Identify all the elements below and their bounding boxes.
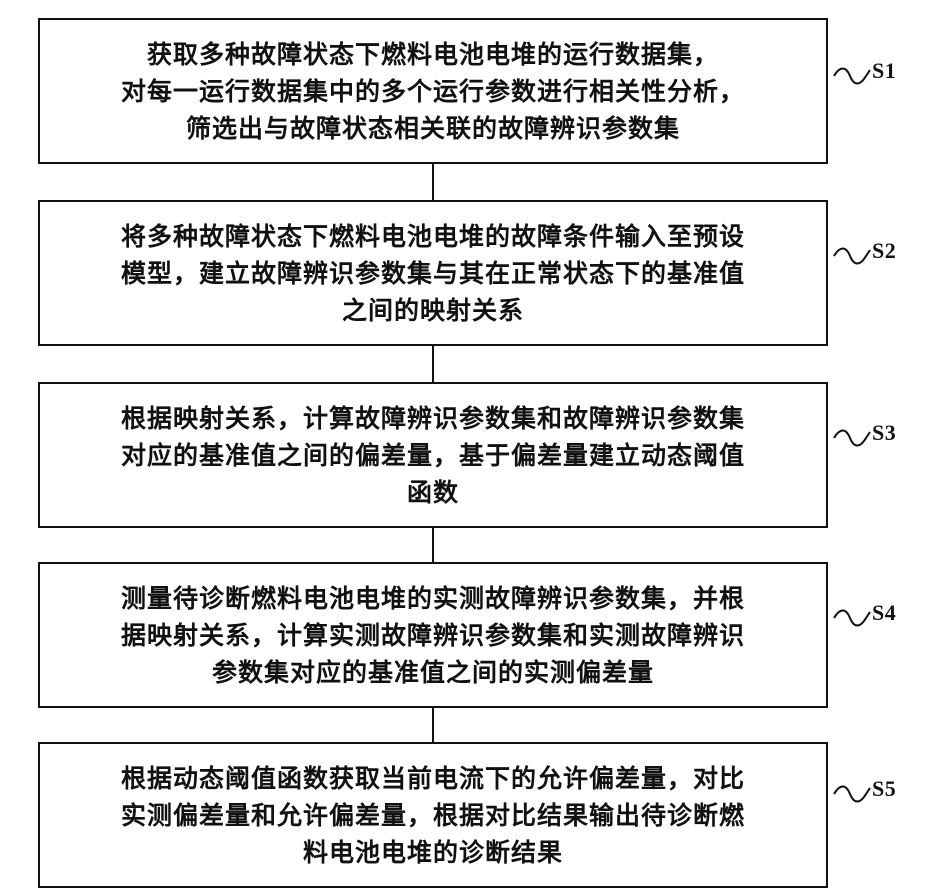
- step-label-s1: S1: [872, 58, 896, 84]
- step-box-s4: 测量待诊断燃料电池电堆的实测故障辨识参数集，并根 据映射关系，计算实测故障辨识参…: [38, 562, 828, 708]
- step-box-s2: 将多种故障状态下燃料电池电堆的故障条件输入至预设 模型，建立故障辨识参数集与其在…: [38, 200, 828, 346]
- step-s1-line-3: 筛选出与故障状态相关联的故障辨识参数集: [121, 110, 745, 147]
- step-s4-line-1: 测量待诊断燃料电池电堆的实测故障辨识参数集，并根: [121, 580, 745, 617]
- connector-s1-s2: [432, 164, 434, 200]
- step-text-s5: 根据动态阈值函数获取当前电流下的允许偏差量，对比 实测偏差量和允许偏差量，根据对…: [109, 760, 757, 871]
- step-s2-line-3: 之间的映射关系: [121, 292, 745, 329]
- leader-squiggle-s5: [832, 782, 872, 806]
- step-label-s4: S4: [872, 600, 896, 626]
- leader-squiggle-s2: [832, 244, 872, 268]
- step-text-s2: 将多种故障状态下燃料电池电堆的故障条件输入至预设 模型，建立故障辨识参数集与其在…: [109, 218, 757, 329]
- step-text-s3: 根据映射关系，计算故障辨识参数集和故障辨识参数集 对应的基准值之间的偏差量，基于…: [109, 400, 757, 511]
- step-label-s2: S2: [872, 238, 896, 264]
- step-s2-line-2: 模型，建立故障辨识参数集与其在正常状态下的基准值: [121, 255, 745, 292]
- step-s3-line-1: 根据映射关系，计算故障辨识参数集和故障辨识参数集: [121, 400, 745, 437]
- step-s1-line-2: 对每一运行数据集中的多个运行参数进行相关性分析，: [121, 73, 745, 110]
- step-box-s1: 获取多种故障状态下燃料电池电堆的运行数据集， 对每一运行数据集中的多个运行参数进…: [38, 18, 828, 164]
- step-s5-line-1: 根据动态阈值函数获取当前电流下的允许偏差量，对比: [121, 760, 745, 797]
- connector-s2-s3: [432, 346, 434, 382]
- step-box-s3: 根据映射关系，计算故障辨识参数集和故障辨识参数集 对应的基准值之间的偏差量，基于…: [38, 382, 828, 528]
- step-s4-line-2: 据映射关系，计算实测故障辨识参数集和实测故障辨识: [121, 617, 745, 654]
- connector-s3-s4: [432, 528, 434, 562]
- connector-s4-s5: [432, 708, 434, 742]
- step-s5-line-3: 料电池电堆的诊断结果: [121, 834, 745, 871]
- step-label-s3: S3: [872, 420, 896, 446]
- step-text-s1: 获取多种故障状态下燃料电池电堆的运行数据集， 对每一运行数据集中的多个运行参数进…: [109, 36, 757, 147]
- step-s3-line-3: 函数: [121, 474, 745, 511]
- step-s2-line-1: 将多种故障状态下燃料电池电堆的故障条件输入至预设: [121, 218, 745, 255]
- leader-squiggle-s1: [832, 64, 872, 88]
- step-s1-line-1: 获取多种故障状态下燃料电池电堆的运行数据集，: [121, 36, 745, 73]
- step-s4-line-3: 参数集对应的基准值之间的实测偏差量: [121, 654, 745, 691]
- leader-squiggle-s4: [832, 606, 872, 630]
- leader-squiggle-s3: [832, 426, 872, 450]
- step-s3-line-2: 对应的基准值之间的偏差量，基于偏差量建立动态阈值: [121, 437, 745, 474]
- step-label-s5: S5: [872, 776, 896, 802]
- step-box-s5: 根据动态阈值函数获取当前电流下的允许偏差量，对比 实测偏差量和允许偏差量，根据对…: [38, 742, 828, 888]
- step-text-s4: 测量待诊断燃料电池电堆的实测故障辨识参数集，并根 据映射关系，计算实测故障辨识参…: [109, 580, 757, 691]
- step-s5-line-2: 实测偏差量和允许偏差量，根据对比结果输出待诊断燃: [121, 797, 745, 834]
